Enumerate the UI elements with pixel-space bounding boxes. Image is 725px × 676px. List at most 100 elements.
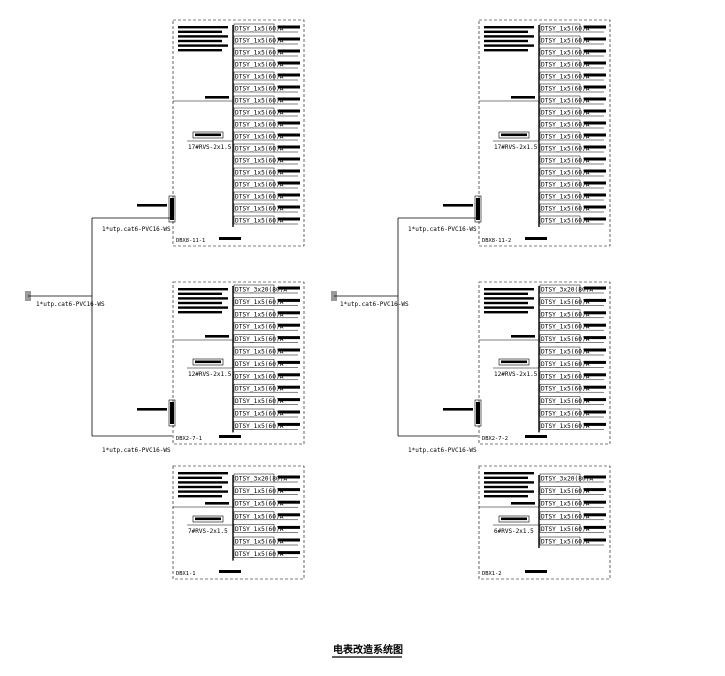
meter-row: DTSY_3x20(80)A: [233, 284, 300, 294]
meter-tag: [278, 37, 300, 41]
panel-note-line: [178, 297, 228, 300]
meter-box: [233, 421, 275, 430]
meter-model: DTSY_1x5(60)A: [541, 38, 590, 45]
panel-note-line: [178, 35, 228, 38]
meter-box: [539, 297, 581, 306]
meter-tag: [278, 157, 300, 161]
meter-row: DTSY_3x20(80)A: [233, 473, 300, 483]
meter-box: [233, 309, 275, 319]
meter-row: DTSY_1x5(60)A: [233, 155, 300, 165]
meter-tag: [278, 181, 300, 185]
meter-box: [539, 179, 581, 189]
gateway-box-fill: [170, 402, 174, 424]
meter-tag: [278, 145, 300, 149]
meter-model: DTSY_1x5(60)A: [541, 122, 590, 129]
meter-tag: [278, 61, 300, 65]
meter-tag: [278, 475, 300, 479]
cable-spec: 12#RVS-2x1.5: [188, 371, 232, 378]
panel-enclosure: [172, 465, 305, 580]
panel-note-line: [484, 39, 528, 43]
meter-tag: [278, 97, 300, 101]
panel-enclosure: [478, 19, 611, 247]
meter-model: DTSY_1x5(60)A: [541, 158, 590, 165]
panel-note-line: [178, 495, 222, 498]
meter-box: [539, 359, 581, 368]
panel-note-line: [484, 495, 528, 498]
meter-tag: [584, 422, 606, 426]
meter-model: DTSY_1x5(60)A: [235, 170, 284, 177]
meter-model: DTSY_1x5(60)A: [541, 110, 590, 117]
meter-tag: [278, 49, 300, 53]
panel-p1: DTSY_1x5(60)A DTSY_1x5(60)A DTSY_1x5(60)A D…: [137, 19, 305, 247]
panel-note-line: [484, 288, 534, 291]
meter-row: DTSY_1x5(60)A: [233, 334, 300, 343]
distribution-panels: DTSY_1x5(60)A DTSY_1x5(60)A DTSY_1x5(60)A D…: [137, 19, 611, 580]
panel-name-note: [525, 237, 547, 240]
meter-tag: [278, 500, 300, 504]
panel-note-line: [484, 297, 534, 300]
panel-enclosure: [478, 281, 611, 445]
meter-tag: [584, 311, 606, 315]
meter-box: [233, 524, 275, 533]
meter-model: DTSY_1x5(60)A: [235, 373, 284, 380]
meter-model: DTSY_1x5(60)A: [235, 299, 284, 306]
meter-row: DTSY_1x5(60)A: [233, 408, 300, 418]
meter-model: DTSY_1x5(60)A: [541, 206, 590, 213]
meter-box: [539, 35, 581, 45]
meter-box: [233, 131, 275, 141]
meter-box: [539, 536, 581, 546]
panel-name-note: [525, 435, 547, 438]
feeder-label-R1: 1*utp.cat6-PVC16-WS: [408, 226, 477, 233]
meter-tag: [584, 398, 606, 402]
panel-note-line: [484, 35, 534, 38]
meter-box: [539, 396, 581, 405]
meter-tag: [278, 488, 300, 492]
meter-row: DTSY_1x5(60)A: [539, 155, 606, 165]
cable-tag-fill: [195, 517, 221, 521]
meter-row: DTSY_1x5(60)A: [233, 107, 300, 117]
meter-box: [233, 536, 275, 546]
panel-note-line: [484, 490, 534, 493]
panel-note-line: [178, 481, 228, 484]
panel-note-line: [178, 39, 222, 43]
meter-tag: [584, 169, 606, 173]
panel-enclosure: [172, 281, 305, 445]
panel-name: DBX8-11-1: [176, 238, 205, 244]
meter-box: [539, 131, 581, 141]
meter-row: DTSY_1x5(60)A: [539, 334, 606, 343]
meter-model: DTSY_1x5(60)A: [541, 218, 590, 225]
meter-model: DTSY_1x5(60)A: [541, 311, 590, 318]
meter-row: DTSY_1x5(60)A: [539, 421, 606, 430]
meter-tag: [584, 217, 606, 221]
panel-name: DBX2-7-2: [482, 436, 508, 442]
meter-model: DTSY_1x5(60)A: [235, 349, 284, 356]
gateway-box-fill: [170, 198, 174, 220]
meter-box: [539, 511, 581, 521]
meter-box: [233, 119, 275, 129]
panel-note-line: [484, 472, 534, 475]
meter-box: [539, 408, 581, 418]
meter-row: DTSY_1x5(60)A: [233, 297, 300, 306]
meter-tag: [278, 286, 300, 290]
meter-tag: [584, 121, 606, 125]
meter-tag: [584, 49, 606, 53]
meter-model: DTSY_1x5(60)A: [541, 539, 590, 546]
meter-model: DTSY_1x5(60)A: [235, 122, 284, 129]
meter-box: [233, 59, 275, 69]
meter-box: [539, 486, 581, 495]
meter-model: DTSY_1x5(60)A: [235, 50, 284, 57]
meter-box: [539, 498, 581, 508]
meter-box: [233, 486, 275, 495]
panel-note-line: [484, 481, 534, 484]
meter-model: DTSY_1x5(60)A: [541, 336, 590, 343]
meter-model: DTSY_1x5(60)A: [541, 361, 590, 368]
meter-tag: [278, 525, 300, 529]
meter-box: [233, 473, 275, 483]
meter-model: DTSY_1x5(60)A: [235, 423, 284, 430]
meter-tag: [278, 311, 300, 315]
meter-box: [539, 346, 581, 356]
meter-model: DTSY_1x5(60)A: [541, 50, 590, 57]
tap-tag: [511, 335, 535, 338]
panel-name-note: [525, 570, 547, 573]
meter-row: DTSY_1x5(60)A: [233, 167, 300, 177]
